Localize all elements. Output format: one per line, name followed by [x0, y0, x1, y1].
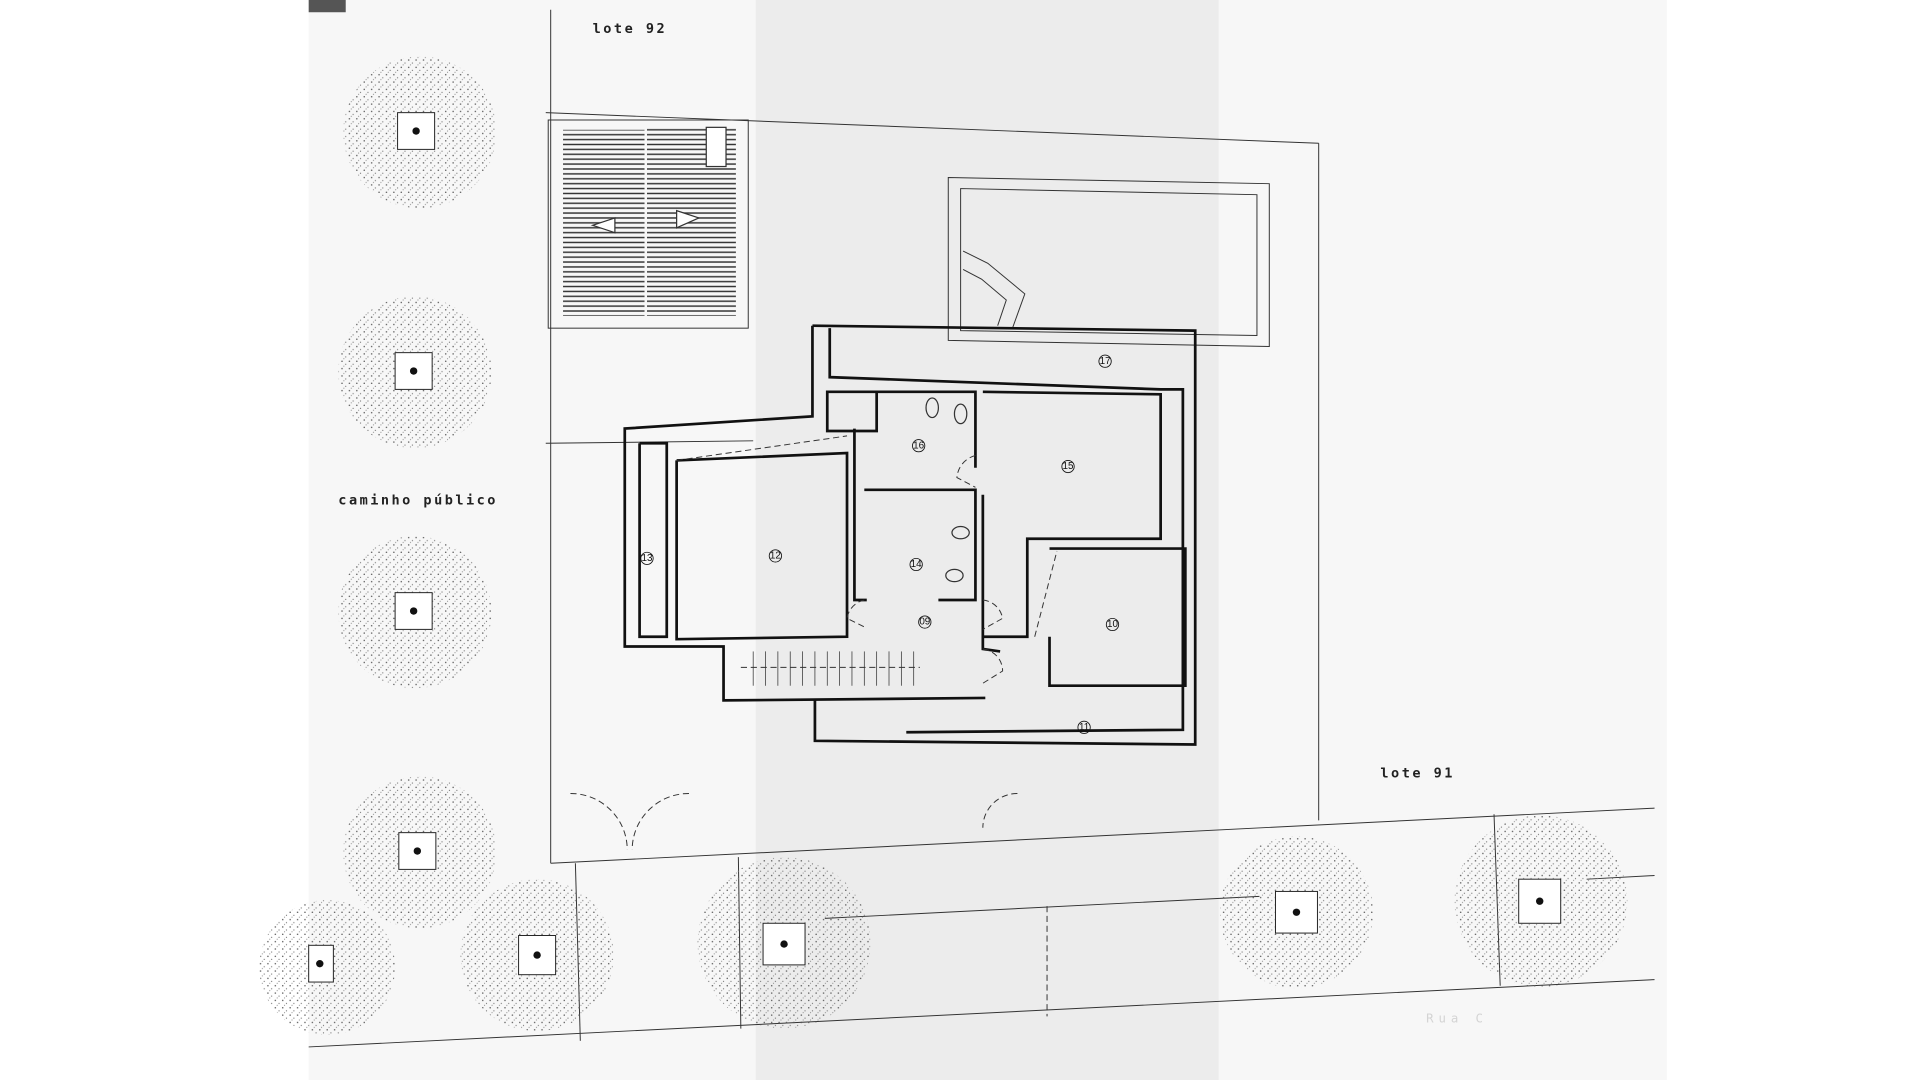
room-14: 14 — [911, 559, 923, 570]
pergola — [547, 119, 749, 329]
room-13: 13 — [642, 553, 654, 564]
trees — [259, 56, 1628, 1035]
public-path-label: caminho público — [338, 493, 498, 509]
street-label: Rua C — [1426, 1011, 1488, 1025]
room-10: 10 — [1107, 619, 1119, 630]
room-12: 12 — [770, 551, 781, 562]
pool — [947, 177, 1270, 348]
room-labels: 17 16 15 14 13 12 11 10 09 — [640, 354, 1120, 734]
house-walls — [570, 324, 1197, 850]
lot-91-label: lote 91 — [1380, 766, 1454, 782]
room-11: 11 — [1079, 722, 1089, 733]
room-17: 17 — [1100, 356, 1111, 367]
lot-92-label: lote 92 — [593, 21, 667, 37]
room-15: 15 — [1063, 461, 1075, 472]
room-09: 09 — [919, 617, 930, 628]
room-16: 16 — [913, 440, 925, 451]
